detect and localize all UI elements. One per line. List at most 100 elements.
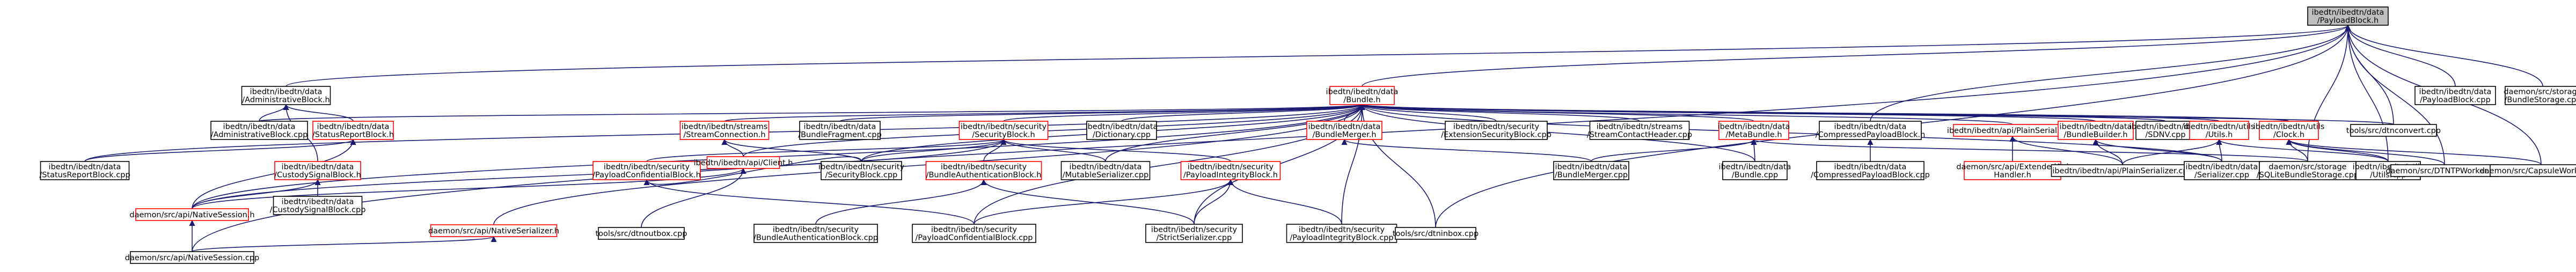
node-bundleauthenticationblock_h[interactable]: ibedtn/ibedtn/security/BundleAuthenticat… [925,161,1042,180]
node-box [958,121,1049,140]
node-bundleauthenticationblock_cpp[interactable]: ibedtn/ibedtn/security/BundleAuthenticat… [753,224,878,243]
node-payloadconfidentialblock_h[interactable]: ibedtn/ibedtn/security/PayloadConfidenti… [592,161,701,180]
node-dtnoutbox_cpp[interactable]: tools/src/dtnoutbox.cpp [596,227,687,240]
edge-payloadblock_h-to-dtntpworker_cpp [2345,24,2445,165]
node-custodysignalblock_h[interactable]: ibedtn/ibedtn/data/CustodySignalBlock.h [274,161,361,180]
node-label-line: /CompressedPayloadBlock.cpp [1811,171,1930,180]
node-capsuleworker_cpp[interactable]: daemon/src/CapsuleWorker.cpp [2480,164,2576,177]
node-box [2490,164,2576,177]
node-dtnconvert_cpp[interactable]: tools/src/dtnconvert.cpp [2346,124,2441,137]
node-label-line: /BundleMerger.h [1312,131,1376,139]
node-payloadintegrityblock_h[interactable]: ibedtn/ibedtn/security/PayloadIntegrityB… [1180,161,1281,180]
node-label-line: daemon/src/api/ExtendedApi [1956,163,2068,172]
node-label-line: daemon/src/CapsuleWorker.cpp [2480,167,2576,175]
node-label-line: ibedtn/ibedtn/api/PlainSerializer.cpp [2052,167,2192,175]
node-nativeserializer_h[interactable]: daemon/src/api/NativeSerializer.h [428,224,559,237]
node-nativesession_h[interactable]: daemon/src/api/NativeSession.h [129,208,255,221]
node-plainserializer_h[interactable]: ibedtn/ibedtn/api/PlainSerializer.h [1947,124,2078,137]
edge-payloadintegrityblock_h-to-payloadconfidentialblock_cpp [974,179,1234,225]
node-label-line: /BundleBuilder.h [2063,131,2127,139]
node-label-line: /Dictionary.cpp [1093,131,1151,139]
node-client_h[interactable]: ibedtn/ibedtn/api/Client.h [693,156,793,169]
edge-securityblock_h-to-payloadconfidentialblock_h [646,138,1007,162]
node-bundlemerger_cpp[interactable]: ibedtn/ibedtn/data/BundleMerger.cpp [1553,161,1629,180]
edge-client_h-to-nativesession_h [192,167,747,209]
node-label-line: /Clock.h [2273,131,2304,139]
node-securityblock_h[interactable]: ibedtn/ibedtn/security/SecurityBlock.h [958,121,1049,140]
node-label-line: ibedtn/ibedtn/security [1188,163,1274,172]
edge-payloadconfidentialblock_h-to-securityblock_cpp [643,156,862,186]
node-label-line: daemon/src/api/NativeSession.h [129,211,254,219]
node-dtninbox_cpp[interactable]: tools/src/dtninbox.cpp [1393,227,1479,240]
node-sqlitebundlestorage_cpp[interactable]: daemon/src/storage/SQLiteBundleStorage.c… [2257,161,2359,180]
node-label-line: ibedtn/ibedtn/security [773,226,859,234]
node-utils_h[interactable]: ibedtn/ibedtn/utils/Utils.h [2184,121,2255,140]
node-label-line: /SecurityBlock.cpp [825,171,898,180]
node-payloadblock_h[interactable]: ibedtn/ibedtn/data/PayloadBlock.h [2307,6,2389,26]
node-nativesession_cpp[interactable]: daemon/src/api/NativeSession.cpp [125,251,259,264]
node-strictserializer_cpp[interactable]: ibedtn/ibedtn/security/StrictSerializer.… [1145,224,1243,243]
node-label-line: /CustodySignalBlock.h [274,171,361,180]
edge-bundle_h-to-streamcontactheader_cpp [1359,104,1640,122]
edge-bundle_h-to-securityblock_h [1003,104,1365,122]
node-bundle_cpp[interactable]: ibedtn/ibedtn/data/Bundle.cpp [1719,161,1791,180]
node-label-line: /StatusReportBlock.h [312,131,394,139]
node-label-line: /BundleStorage.cpp [2504,96,2576,105]
node-box [1816,161,1924,180]
node-streamcontactheader_cpp[interactable]: ibedtn/ibedtn/streams/StreamContactHeade… [1587,121,1692,140]
node-bundlemerger_h[interactable]: ibedtn/ibedtn/data/BundleMerger.h [1306,121,1382,140]
node-sdnv_cpp[interactable]: ibedtn/ibedtn/data/SDNV.cpp [2129,121,2202,140]
node-custodysignalblock_cpp[interactable]: ibedtn/ibedtn/data/CustodySignalBlock.cp… [270,196,366,215]
node-label-line: ibedtn/ibedtn/data [223,123,296,131]
node-streamconnection_h[interactable]: ibedtn/ibedtn/streams/StreamConnection.h [679,121,770,140]
edge-streamconnection_h-to-securityblock_cpp [721,138,862,162]
node-serializer_cpp[interactable]: ibedtn/ibedtn/data/Serializer.cpp [2184,161,2260,180]
node-securityblock_cpp[interactable]: ibedtn/ibedtn/security/SecurityBlock.cpp [818,161,905,180]
node-administrativeblock_cpp[interactable]: ibedtn/ibedtn/data/AdministrativeBlock.c… [210,121,308,140]
node-box [2505,86,2576,105]
node-label-line: daemon/src/storage [2268,163,2346,172]
node-label-line: /AdministrativeBlock.h [242,96,330,105]
node-box [1553,161,1629,180]
edge-bundle_h-to-extensionsecurityblock_cpp [1359,104,1497,122]
node-clock_h[interactable]: ibedtn/ibedtn/utils/Clock.h [2253,121,2325,140]
node-metabundle_h[interactable]: ibedtn/ibedtn/data/MetaBundle.h [1718,121,1790,140]
node-administrativeblock_h[interactable]: ibedtn/ibedtn/data/AdministrativeBlock.h [241,86,331,105]
node-label-line: ibedtn/ibedtn/data [1086,123,1158,131]
node-label-line: ibedtn/ibedtn/streams [1597,123,1683,131]
node-plainserializer_cpp[interactable]: ibedtn/ibedtn/api/PlainSerializer.cpp [2051,164,2194,177]
node-mutableserializer_cpp[interactable]: ibedtn/ibedtn/data/MutableSerializer.cpp [1060,161,1151,180]
node-label-line: /SQLiteBundleStorage.cpp [2257,171,2359,180]
node-payloadconfidentialblock_cpp[interactable]: ibedtn/ibedtn/security/PayloadConfidenti… [912,224,1036,243]
node-box [430,224,558,237]
edge-client_h-to-dtnoutbox_cpp [641,167,747,228]
node-dictionary_cpp[interactable]: ibedtn/ibedtn/data/Dictionary.cpp [1086,121,1158,140]
node-label-line: /Bundle.cpp [1732,171,1778,180]
node-statusreportblock_cpp[interactable]: ibedtn/ibedtn/data/StatusReportBlock.cpp [39,161,130,180]
edge-statusreportblock_h-to-statusreportblock_cpp [84,138,356,162]
edge-metabundle_h-to-bundle_cpp [1751,138,1757,162]
edge-metabundle_h-to-bundlemerger_cpp [1591,138,1757,162]
node-label-line: /BundleAuthenticationBlock.cpp [753,234,878,242]
edge-payloadblock_h-to-payloadblock_cpp [2345,24,2456,87]
node-bundlestorage_cpp[interactable]: daemon/src/storage/BundleStorage.cpp [2504,86,2576,105]
node-extensionsecurityblock_cpp[interactable]: ibedtn/ibedtn/security/ExtensionSecurity… [1441,121,1552,140]
edge-bundle_h-to-plainserializer_h [1359,104,2013,125]
node-statusreportblock_h[interactable]: ibedtn/ibedtn/data/StatusReportBlock.h [312,121,394,140]
node-compressedpayloadblock_h[interactable]: ibedtn/ibedtn/data/CompressedPayloadBloc… [1816,121,1926,140]
node-box [2259,121,2319,140]
node-label-line: /ExtensionSecurityBlock.cpp [1441,131,1552,139]
edge-utils_h-to-plainserializer_cpp [2122,138,2222,165]
edge-bundle_h-to-serializer_cpp [1359,104,2222,162]
node-box [2189,121,2249,140]
node-payloadblock_cpp[interactable]: ibedtn/ibedtn/data/PayloadBlock.cpp [2414,86,2496,105]
node-bundlebuilder_h[interactable]: ibedtn/ibedtn/data/BundleBuilder.h [2058,121,2134,140]
node-bundlefragment_cpp[interactable]: ibedtn/ibedtn/data/BundleFragment.cpp [798,121,882,140]
node-payloadintegrityblock_cpp[interactable]: ibedtn/ibedtn/security/PayloadIntegrityB… [1286,224,1397,243]
node-label-line: tools/src/dtnoutbox.cpp [596,230,687,238]
node-bundle_h[interactable]: ibedtn/ibedtn/data/Bundle.h [1326,86,1399,105]
node-box [2350,124,2437,137]
node-compressedpayloadblock_cpp[interactable]: ibedtn/ibedtn/data/CompressedPayloadBloc… [1811,161,1930,180]
